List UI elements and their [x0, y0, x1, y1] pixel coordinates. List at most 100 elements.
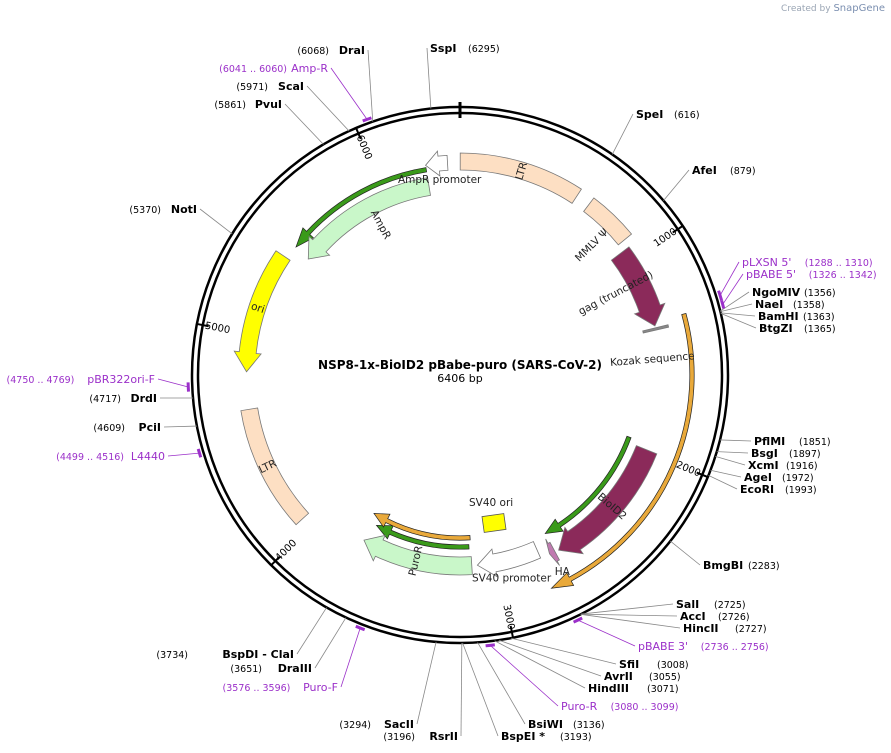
site-agei[interactable]: AgeI(1972) — [744, 471, 814, 484]
site-bamhi[interactable]: BamHI(1363) — [758, 310, 835, 323]
site-xcmi[interactable]: XcmI(1916) — [748, 459, 818, 472]
site-bspdi-clai[interactable]: BspDI - ClaI(3734) — [156, 648, 294, 661]
site-bmgbi[interactable]: BmgBI(2283) — [703, 559, 780, 572]
site-pvui[interactable]: PvuI(5861) — [214, 98, 282, 111]
site-bspei[interactable]: BspEI *(3193) — [501, 730, 592, 743]
orf-bioid2-inner[interactable] — [544, 435, 632, 534]
primer-mark-pbabe-5 — [720, 299, 726, 309]
site-sspi[interactable]: SspI(6295) — [430, 42, 500, 55]
site-position: (3193) — [560, 732, 592, 743]
primer-range: (3080 .. 3099) — [611, 702, 679, 713]
feature-bioid2[interactable] — [558, 445, 658, 555]
site-pcii[interactable]: PciI(4609) — [93, 421, 161, 434]
site-position: (1993) — [785, 485, 817, 496]
sv40-ori-label: SV40 ori — [469, 497, 513, 509]
site-noti[interactable]: NotI(5370) — [129, 203, 197, 216]
site-bsiwi[interactable]: BsiWI(3136) — [528, 718, 605, 731]
primer-puro-r[interactable]: Puro-R(3080 .. 3099) — [561, 700, 678, 713]
primer-leader-pbabe-3 — [577, 619, 636, 647]
site-leader-draiii — [314, 617, 347, 669]
site-position: (1365) — [804, 324, 836, 335]
site-position: (3734) — [156, 650, 188, 661]
site-position: (3294) — [339, 720, 371, 731]
tick-label-5000: 5000 — [204, 321, 231, 337]
site-drai[interactable]: DraI(6068) — [297, 44, 365, 57]
site-position: (3071) — [647, 684, 679, 695]
feature-mmlv-psi[interactable] — [583, 197, 633, 246]
site-naei[interactable]: NaeI (1358) — [755, 298, 825, 311]
site-ecori[interactable]: EcoRI(1993) — [740, 483, 817, 496]
site-name: SpeI — [636, 108, 663, 121]
site-leader-ecori — [708, 475, 738, 490]
site-acci[interactable]: AccI(2726) — [680, 610, 750, 623]
site-sfii[interactable]: SfiI(3008) — [619, 658, 689, 671]
site-position: (2725) — [714, 600, 746, 611]
primer-amp-r[interactable]: Amp-R(6041 .. 6060) — [219, 62, 328, 75]
site-afei[interactable]: AfeI(879) — [692, 164, 756, 177]
site-position: (1972) — [782, 473, 814, 484]
site-leader-avrii — [498, 639, 602, 677]
site-position: (1358) — [793, 300, 825, 311]
feature-ampr[interactable] — [307, 177, 431, 260]
site-draiii[interactable]: DraIII(3651) — [230, 662, 312, 675]
feature-ori[interactable] — [233, 250, 291, 373]
site-drdi[interactable]: DrdI(4717) — [89, 392, 157, 405]
primer-pbabe-5[interactable]: pBABE 5'(1326 .. 1342) — [746, 268, 877, 281]
primer-range: (3576 .. 3596) — [223, 683, 291, 694]
feature-gag-truncated[interactable] — [610, 246, 666, 327]
primer-puro-f[interactable]: Puro-F (3576 .. 3596) — [223, 681, 338, 694]
primer-mark-pbr322ori-f — [186, 382, 191, 392]
site-leader-pvui — [284, 103, 324, 145]
site-hindiii[interactable]: HindIII(3071) — [588, 682, 679, 695]
site-ngomiv[interactable]: NgoMIV(1356) — [752, 286, 836, 299]
site-leader-bamhi — [720, 312, 756, 317]
primer-plxsn-5[interactable]: pLXSN 5'(1288 .. 1310) — [742, 256, 873, 269]
primer-range: (4750 .. 4769) — [7, 375, 75, 386]
primer-range: (2736 .. 2756) — [701, 642, 769, 653]
site-pflmi[interactable]: PflMI(1851) — [754, 435, 831, 448]
site-leader-pflmi — [720, 439, 752, 442]
site-position: (5861) — [214, 100, 246, 111]
primer-pbr322ori-f[interactable]: pBR322ori-F(4750 .. 4769) — [7, 373, 155, 386]
site-name: AccI — [680, 610, 706, 623]
site-leader-sspi — [426, 47, 432, 109]
tick-1000 — [672, 225, 684, 234]
primer-pbabe-3[interactable]: pBABE 3'(2736 .. 2756) — [638, 640, 769, 653]
primer-leader-pbr322ori-f — [157, 378, 189, 388]
feature-puror[interactable] — [363, 534, 473, 576]
feature-LTR-top[interactable] — [459, 152, 582, 204]
feature-LTR-bottom[interactable] — [240, 407, 310, 526]
site-position: (6295) — [468, 44, 500, 55]
site-leader-acci — [580, 613, 678, 617]
feature-sv40-promoter[interactable] — [476, 541, 542, 578]
feature-label-ampr: AmpR — [368, 208, 393, 241]
site-btgzi[interactable]: BtgZI(1365) — [759, 322, 836, 335]
site-name: NaeI — [755, 298, 783, 311]
site-rsrii[interactable]: RsrII(3196) — [383, 730, 458, 743]
site-bsgi[interactable]: BsgI(1897) — [751, 447, 821, 460]
site-hincii[interactable]: HincII(2727) — [683, 622, 767, 635]
site-scai[interactable]: ScaI(5971) — [236, 80, 304, 93]
orf-gag-bioid2[interactable] — [550, 312, 695, 589]
tick-label-4000: 4000 — [273, 538, 299, 564]
site-sacii[interactable]: SacII(3294) — [339, 718, 414, 731]
orf-puror[interactable] — [375, 524, 470, 550]
primer-leader-puro-f — [340, 627, 361, 688]
feature-ha-tag[interactable] — [545, 538, 560, 566]
site-leader-bsgi — [716, 451, 749, 454]
primer-name: pLXSN 5' — [742, 256, 791, 269]
site-spei[interactable]: SpeI(616) — [636, 108, 700, 121]
feature-kozak-sequence[interactable] — [642, 324, 670, 334]
primer-name: Puro-F — [303, 681, 338, 694]
site-sali[interactable]: SalI(2725) — [676, 598, 746, 611]
site-leader-sfii — [510, 637, 617, 665]
site-avrii[interactable]: AvrII(3055) — [604, 670, 681, 683]
orf-puror-outer[interactable] — [373, 513, 471, 541]
primer-range: (1326 .. 1342) — [809, 270, 877, 281]
feature-ampr-promoter[interactable] — [424, 150, 449, 177]
primer-leader-l4440 — [167, 452, 200, 457]
primer-l4440[interactable]: L4440(4499 .. 4516) — [56, 450, 165, 463]
primer-mark-plxsn-5 — [717, 290, 723, 301]
site-position: (4717) — [89, 394, 121, 405]
